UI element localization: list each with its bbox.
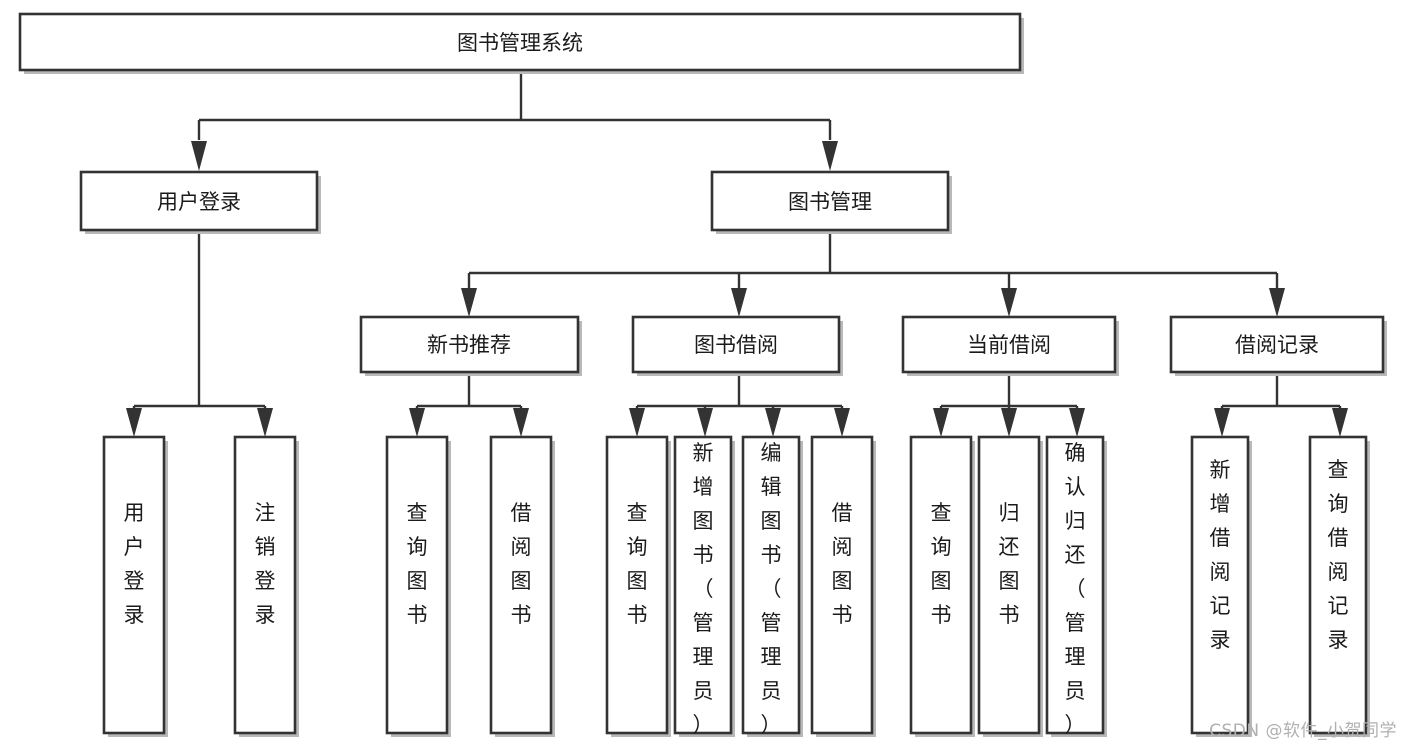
leaf-box xyxy=(1190,435,1250,735)
leaf-box xyxy=(605,435,669,735)
node-current-borrow-box xyxy=(901,315,1117,374)
arrowhead-level3-2 xyxy=(1001,288,1017,317)
arrowhead-level3-3 xyxy=(1269,288,1285,317)
leaf-node[interactable]: 借阅图书 xyxy=(810,435,876,737)
arrowhead-leaf-records-0 xyxy=(1214,408,1230,437)
node-user-login[interactable]: 用户登录 xyxy=(79,170,321,234)
leaf-label: 编辑图书（管理员） xyxy=(761,441,782,737)
arrowhead-leaf-newbook-1 xyxy=(513,408,529,437)
node-user-login-box xyxy=(79,170,319,232)
node-borrow-records-label: 借阅记录 xyxy=(1235,333,1319,357)
leaf-box xyxy=(233,435,297,735)
node-book-management[interactable]: 图书管理 xyxy=(710,170,952,234)
leaf-node[interactable]: 新增借阅记录 xyxy=(1190,435,1252,737)
node-book-management-label: 图书管理 xyxy=(788,190,872,214)
node-book-borrow-box xyxy=(631,315,841,374)
leaf-node[interactable]: 注销登录 xyxy=(233,435,299,737)
leaf-box xyxy=(489,435,553,735)
arrowhead-leaf-current-1 xyxy=(1001,408,1017,437)
leaf-node[interactable]: 用户登录 xyxy=(102,435,168,737)
leaf-node[interactable]: 借阅图书 xyxy=(489,435,555,737)
node-root-box xyxy=(18,12,1022,72)
node-current-borrow[interactable]: 当前借阅 xyxy=(901,315,1119,376)
leaf-box xyxy=(977,435,1041,735)
node-new-book-recommend[interactable]: 新书推荐 xyxy=(359,315,582,376)
arrowhead-level3-1 xyxy=(731,288,747,317)
leaf-label: 确认归还（管理员） xyxy=(1065,441,1086,737)
leaf-label: 借阅图书 xyxy=(511,501,532,627)
leaf-label: 借阅图书 xyxy=(832,501,853,627)
arrowhead-leaf-current-0 xyxy=(933,408,949,437)
csdn-watermark: CSDN @软件_小贺同学 xyxy=(1209,721,1397,741)
arrowhead-level3-0 xyxy=(461,288,477,317)
arrowhead-leaf-borrow-0 xyxy=(629,408,645,437)
arrowhead-leaf-borrow-1 xyxy=(697,408,713,437)
leaf-label: 新增借阅记录 xyxy=(1210,458,1231,652)
node-new-book-recommend-label: 新书推荐 xyxy=(427,333,511,357)
node-current-borrow-label: 当前借阅 xyxy=(967,333,1051,357)
arrowhead-user-login xyxy=(191,141,207,171)
leaf-node[interactable]: 查询图书 xyxy=(909,435,975,737)
leaf-node[interactable]: 确认归还（管理员） xyxy=(1045,435,1107,737)
arrowhead-leaf-borrow-2 xyxy=(765,408,781,437)
arrowhead-leaf-user-login-1 xyxy=(257,408,273,437)
leaf-label: 用户登录 xyxy=(124,501,145,627)
leaf-node[interactable]: 查询图书 xyxy=(605,435,671,737)
arrowhead-leaf-current-2 xyxy=(1069,408,1085,437)
node-book-management-box xyxy=(710,170,950,232)
leaf-box xyxy=(102,435,166,735)
leaf-label: 注销登录 xyxy=(255,501,276,627)
node-root[interactable]: 图书管理系统 xyxy=(18,12,1024,74)
connector-layer xyxy=(126,72,1348,437)
leaf-label: 归还图书 xyxy=(999,501,1020,627)
arrowhead-leaf-borrow-3 xyxy=(834,408,850,437)
node-book-borrow[interactable]: 图书借阅 xyxy=(631,315,843,376)
leaf-node[interactable]: 新增图书（管理员） xyxy=(673,435,735,737)
node-root-label: 图书管理系统 xyxy=(457,31,583,55)
leaf-label: 查询图书 xyxy=(627,501,648,627)
leaf-label: 新增图书（管理员） xyxy=(693,441,714,737)
leaf-box xyxy=(741,435,801,735)
node-borrow-records-box xyxy=(1169,315,1385,374)
leaf-node[interactable]: 编辑图书（管理员） xyxy=(741,435,803,737)
node-book-borrow-label: 图书借阅 xyxy=(694,333,778,357)
leaf-box xyxy=(909,435,973,735)
leaf-box xyxy=(385,435,449,735)
leaf-node[interactable]: 归还图书 xyxy=(977,435,1043,737)
leaf-node[interactable]: 查询借阅记录 xyxy=(1308,435,1370,737)
leaf-box xyxy=(673,435,733,735)
node-borrow-records[interactable]: 借阅记录 xyxy=(1169,315,1387,376)
leaf-label: 查询图书 xyxy=(931,501,952,627)
leaf-label: 查询借阅记录 xyxy=(1328,458,1349,652)
leaf-box xyxy=(1045,435,1105,735)
leaf-node[interactable]: 查询图书 xyxy=(385,435,451,737)
leaf-box xyxy=(810,435,874,735)
node-new-book-recommend-box xyxy=(359,315,580,374)
arrowhead-leaf-user-login-0 xyxy=(126,408,142,437)
arrowhead-leaf-records-1 xyxy=(1332,408,1348,437)
leaf-box xyxy=(1308,435,1368,735)
node-user-login-label: 用户登录 xyxy=(157,190,241,214)
arrowhead-book-mgmt xyxy=(822,141,838,171)
leaf-label: 查询图书 xyxy=(407,501,428,627)
arrowhead-leaf-newbook-0 xyxy=(409,408,425,437)
